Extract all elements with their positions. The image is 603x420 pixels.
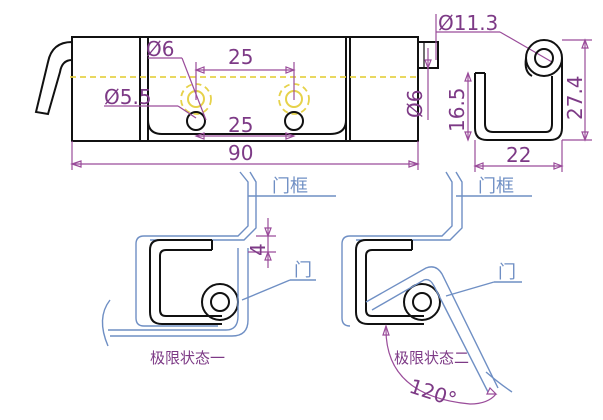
side-view: 16.5 27.4 22 [445, 38, 592, 172]
hinge-body [71, 36, 419, 142]
label-door-1: 门 [294, 260, 312, 281]
dim-phi5-5: Ø5.5 [104, 85, 152, 109]
dim-4: 4 [246, 243, 270, 256]
label-door-frame-2: 门框 [478, 176, 514, 197]
label-state-1: 极限状态一 [150, 349, 225, 367]
door-frame-2 [341, 171, 453, 327]
dim-25-bottom: 25 [228, 113, 253, 137]
side-profile-outer [474, 58, 563, 141]
side-profile-inner [484, 73, 553, 133]
door-frame-1 [135, 171, 249, 327]
angle-arc [385, 325, 497, 405]
dim-16-5: 16.5 [445, 87, 469, 132]
hinge-bracket-2 [355, 239, 424, 325]
front-view: 25 Ø6 Ø5.5 25 90 Ø6 Ø11.3 [34, 11, 553, 170]
dim-22: 22 [506, 143, 531, 167]
state-two-view: 门框 门 120° 极限状态二 [341, 171, 532, 412]
door-leaf-2 [365, 266, 499, 389]
hinge-bracket-1 [149, 239, 222, 325]
dim-90: 90 [228, 141, 253, 165]
dim-27-4: 27.4 [563, 75, 587, 120]
state-one-view: 门框 门 4 极限状态一 [101, 171, 336, 367]
left-bent-pin [34, 40, 73, 116]
dim-120: 120° [406, 374, 459, 412]
hole-right [284, 111, 304, 131]
dim-25-top: 25 [228, 45, 253, 69]
label-door-2: 门 [498, 262, 516, 283]
slot-cutout [147, 100, 347, 135]
door-leaf-1 [108, 248, 239, 331]
side-barrel-inner [534, 48, 554, 68]
label-state-2: 极限状态二 [394, 349, 469, 367]
dim-phi6-side: Ø6 [403, 90, 427, 118]
dim-phi6-top: Ø6 [146, 37, 174, 61]
label-door-frame-1: 门框 [272, 176, 308, 197]
hole-left [186, 111, 206, 131]
dim-phi11-3: Ø11.3 [438, 11, 498, 35]
